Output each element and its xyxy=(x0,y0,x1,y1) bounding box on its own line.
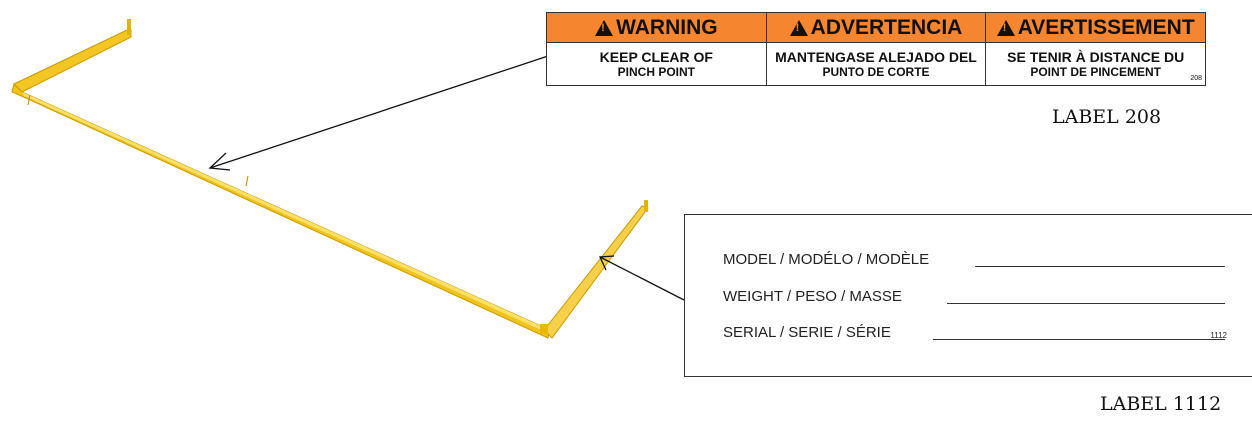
warning-label-208: WARNING KEEP CLEAR OF PINCH POINT ADVERT… xyxy=(546,12,1206,86)
serial-label-1112: MODEL / MODÉLO / MODÈLE WEIGHT / PESO / … xyxy=(684,214,1252,377)
arrow-1112-head xyxy=(599,255,615,271)
warning-body-en: KEEP CLEAR OF PINCH POINT xyxy=(547,43,766,85)
warning-line2: PINCH POINT xyxy=(617,64,695,79)
warning-column-en: WARNING KEEP CLEAR OF PINCH POINT xyxy=(547,13,767,85)
warning-line1: SE TENIR À DISTANCE DU xyxy=(1007,48,1185,65)
warning-triangle-icon xyxy=(996,19,1015,36)
arrow-208-line xyxy=(209,55,549,169)
weight-blank-line xyxy=(947,303,1225,304)
serial-row-model: MODEL / MODÉLO / MODÈLE xyxy=(723,251,930,268)
yellow-frame xyxy=(11,19,649,339)
arrow-1112-line xyxy=(599,256,685,301)
frame-beam-joint xyxy=(245,175,249,187)
warning-header-fr: AVERTISSEMENT xyxy=(986,13,1206,43)
caption-label-208: LABEL 208 xyxy=(1052,106,1162,128)
warning-line2: PUNTO DE CORTE xyxy=(822,64,930,79)
frame-left-arm-end xyxy=(127,19,131,35)
warning-header-en: WARNING xyxy=(547,13,766,43)
warning-body-fr: SE TENIR À DISTANCE DU POINT DE PINCEMEN… xyxy=(986,43,1205,85)
frame-long-beam-face xyxy=(22,92,550,334)
warning-line1: MANTENGASE ALEJADO DEL xyxy=(775,48,977,65)
frame-right-arm-end xyxy=(644,200,648,212)
caption-label-1112: LABEL 1112 xyxy=(1100,393,1222,415)
serial-blank-line xyxy=(933,339,1225,340)
serial-row-serial: SERIAL / SERIE / SÉRIE xyxy=(723,324,891,341)
warning-triangle-icon xyxy=(789,19,808,36)
warning-header-text: ADVERTENCIA xyxy=(810,15,963,39)
serial-label-code: 1112 xyxy=(1210,331,1227,340)
warning-label-code: 208 xyxy=(1190,75,1203,82)
warning-triangle-icon xyxy=(595,19,614,36)
frame-right-arm xyxy=(543,205,649,339)
serial-row-weight: WEIGHT / PESO / MASSE xyxy=(723,288,902,305)
warning-header-text: AVERTISSEMENT xyxy=(1017,15,1195,39)
warning-body-es: MANTENGASE ALEJADO DEL PUNTO DE CORTE xyxy=(767,43,986,85)
warning-header-es: ADVERTENCIA xyxy=(766,13,986,43)
frame-corner xyxy=(540,324,548,334)
warning-line2: POINT DE PINCEMENT xyxy=(1030,64,1162,79)
callout-arrows xyxy=(208,55,685,301)
warning-line1: KEEP CLEAR OF xyxy=(599,48,713,65)
warning-header-text: WARNING xyxy=(616,15,718,39)
warning-column-es: ADVERTENCIA MANTENGASE ALEJADO DEL PUNTO… xyxy=(766,13,987,85)
model-blank-line xyxy=(975,266,1225,267)
warning-column-fr: AVERTISSEMENT SE TENIR À DISTANCE DU POI… xyxy=(986,13,1206,85)
arrow-208-head xyxy=(208,152,231,171)
frame-left-arm xyxy=(13,29,132,93)
frame-beam-end-joint xyxy=(27,94,31,106)
